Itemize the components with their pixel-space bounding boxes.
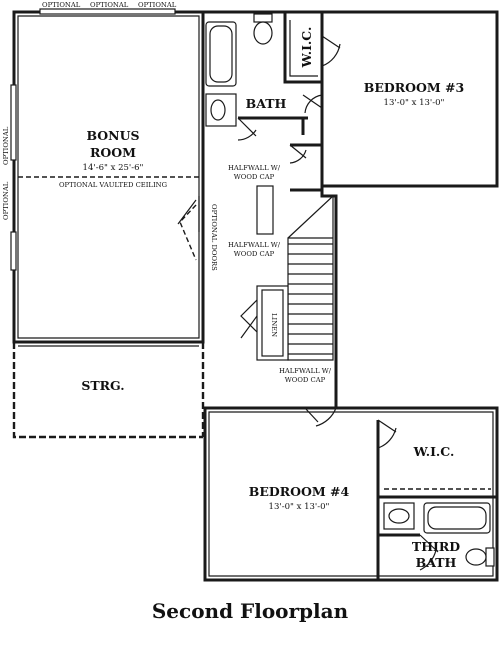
- door-linen: [240, 299, 258, 339]
- bath-name: BATH: [246, 96, 287, 111]
- storage-wall: [12, 342, 205, 439]
- bedroom-3-name: BEDROOM #3: [364, 80, 464, 95]
- staircase: [256, 185, 334, 361]
- door-bath-hall: [289, 144, 307, 164]
- stair-halfwall-upper: [256, 185, 274, 235]
- bathtub-basin-icon: [209, 25, 233, 83]
- third-bath-name-1: THIRD: [412, 539, 460, 554]
- optional-label-4: OPTIONAL: [2, 126, 10, 165]
- floorplan-caption: Second Floorplan: [152, 599, 349, 623]
- door-wic-top: [321, 35, 341, 67]
- storage-name: STRG.: [81, 378, 124, 393]
- door-bedroom4: [304, 407, 337, 427]
- bonus-vault-note: OPTIONAL VAULTED CEILING: [59, 181, 167, 189]
- door-third-bath: [419, 534, 439, 571]
- toilet-bottom-bowl-icon: [465, 548, 487, 566]
- third-bath-wall: [376, 497, 420, 580]
- stair-outline: [287, 194, 334, 361]
- door-wic-bottom: [377, 419, 397, 449]
- optional-label-2: OPTIONAL: [90, 1, 129, 9]
- fixtures: [205, 13, 495, 567]
- linen-label: LINEN: [270, 313, 278, 337]
- doors: [177, 35, 439, 571]
- walls: [12, 10, 499, 582]
- optional-doors-bonus: [179, 204, 197, 261]
- optional-doors-label: OPTIONAL DOORS: [210, 204, 218, 271]
- bedroom-4-name: BEDROOM #4: [249, 484, 350, 499]
- bedroom-4-wall: [203, 406, 499, 582]
- halfwall-3-line1: HALFWALL W/: [279, 367, 332, 375]
- halfwall-2-line2: WOOD CAP: [234, 250, 275, 258]
- optional-label-1: OPTIONAL: [42, 1, 81, 9]
- left-window-lower: [10, 231, 17, 271]
- bonus-room-dims: 14'-6" x 25'-6": [83, 163, 144, 173]
- bonus-room-name-1: BONUS: [86, 128, 139, 143]
- bonus-room-inner-wall: [17, 15, 200, 339]
- wic-bottom-name: W.I.C.: [413, 444, 455, 459]
- wic-top-name: W.I.C.: [299, 27, 314, 69]
- bedroom-3-wall: [320, 10, 499, 188]
- left-window-upper: [10, 84, 17, 161]
- halfwall-1-line2: WOOD CAP: [234, 173, 275, 181]
- top-window-strip: [39, 8, 176, 15]
- sink-bottom-icon: [388, 508, 410, 524]
- halfwall-3-line2: WOOD CAP: [285, 376, 326, 384]
- wic-top-wall: [283, 10, 322, 84]
- optional-label-5: OPTIONAL: [2, 181, 10, 220]
- optional-label-3: OPTIONAL: [138, 1, 177, 9]
- bedroom-4-inner: [208, 411, 494, 577]
- optional-windows: [10, 8, 176, 271]
- bedroom-4-dims: 13'-0" x 13'-0": [269, 502, 330, 512]
- door-bath: [302, 94, 323, 114]
- door-top-left-bath: [237, 117, 257, 141]
- sink-icon: [210, 99, 226, 121]
- door-bonus: [177, 196, 200, 232]
- wic-top-inner: [289, 20, 318, 77]
- stair-treads: [288, 243, 333, 355]
- halfwall-2-line1: HALFWALL W/: [228, 241, 281, 249]
- toilet-bottom-tank-icon: [485, 547, 495, 567]
- toilet-tank-icon: [253, 13, 273, 23]
- bathtub-bottom-basin-icon: [427, 506, 487, 530]
- toilet-bowl-icon: [253, 21, 273, 45]
- third-bath-name-2: BATH: [416, 555, 457, 570]
- bedroom-3-dims: 13'-0" x 13'-0": [384, 98, 445, 108]
- halfwall-1-line1: HALFWALL W/: [228, 164, 281, 172]
- linen-closet-inner: [261, 289, 284, 357]
- bonus-room-name-2: ROOM: [90, 145, 136, 160]
